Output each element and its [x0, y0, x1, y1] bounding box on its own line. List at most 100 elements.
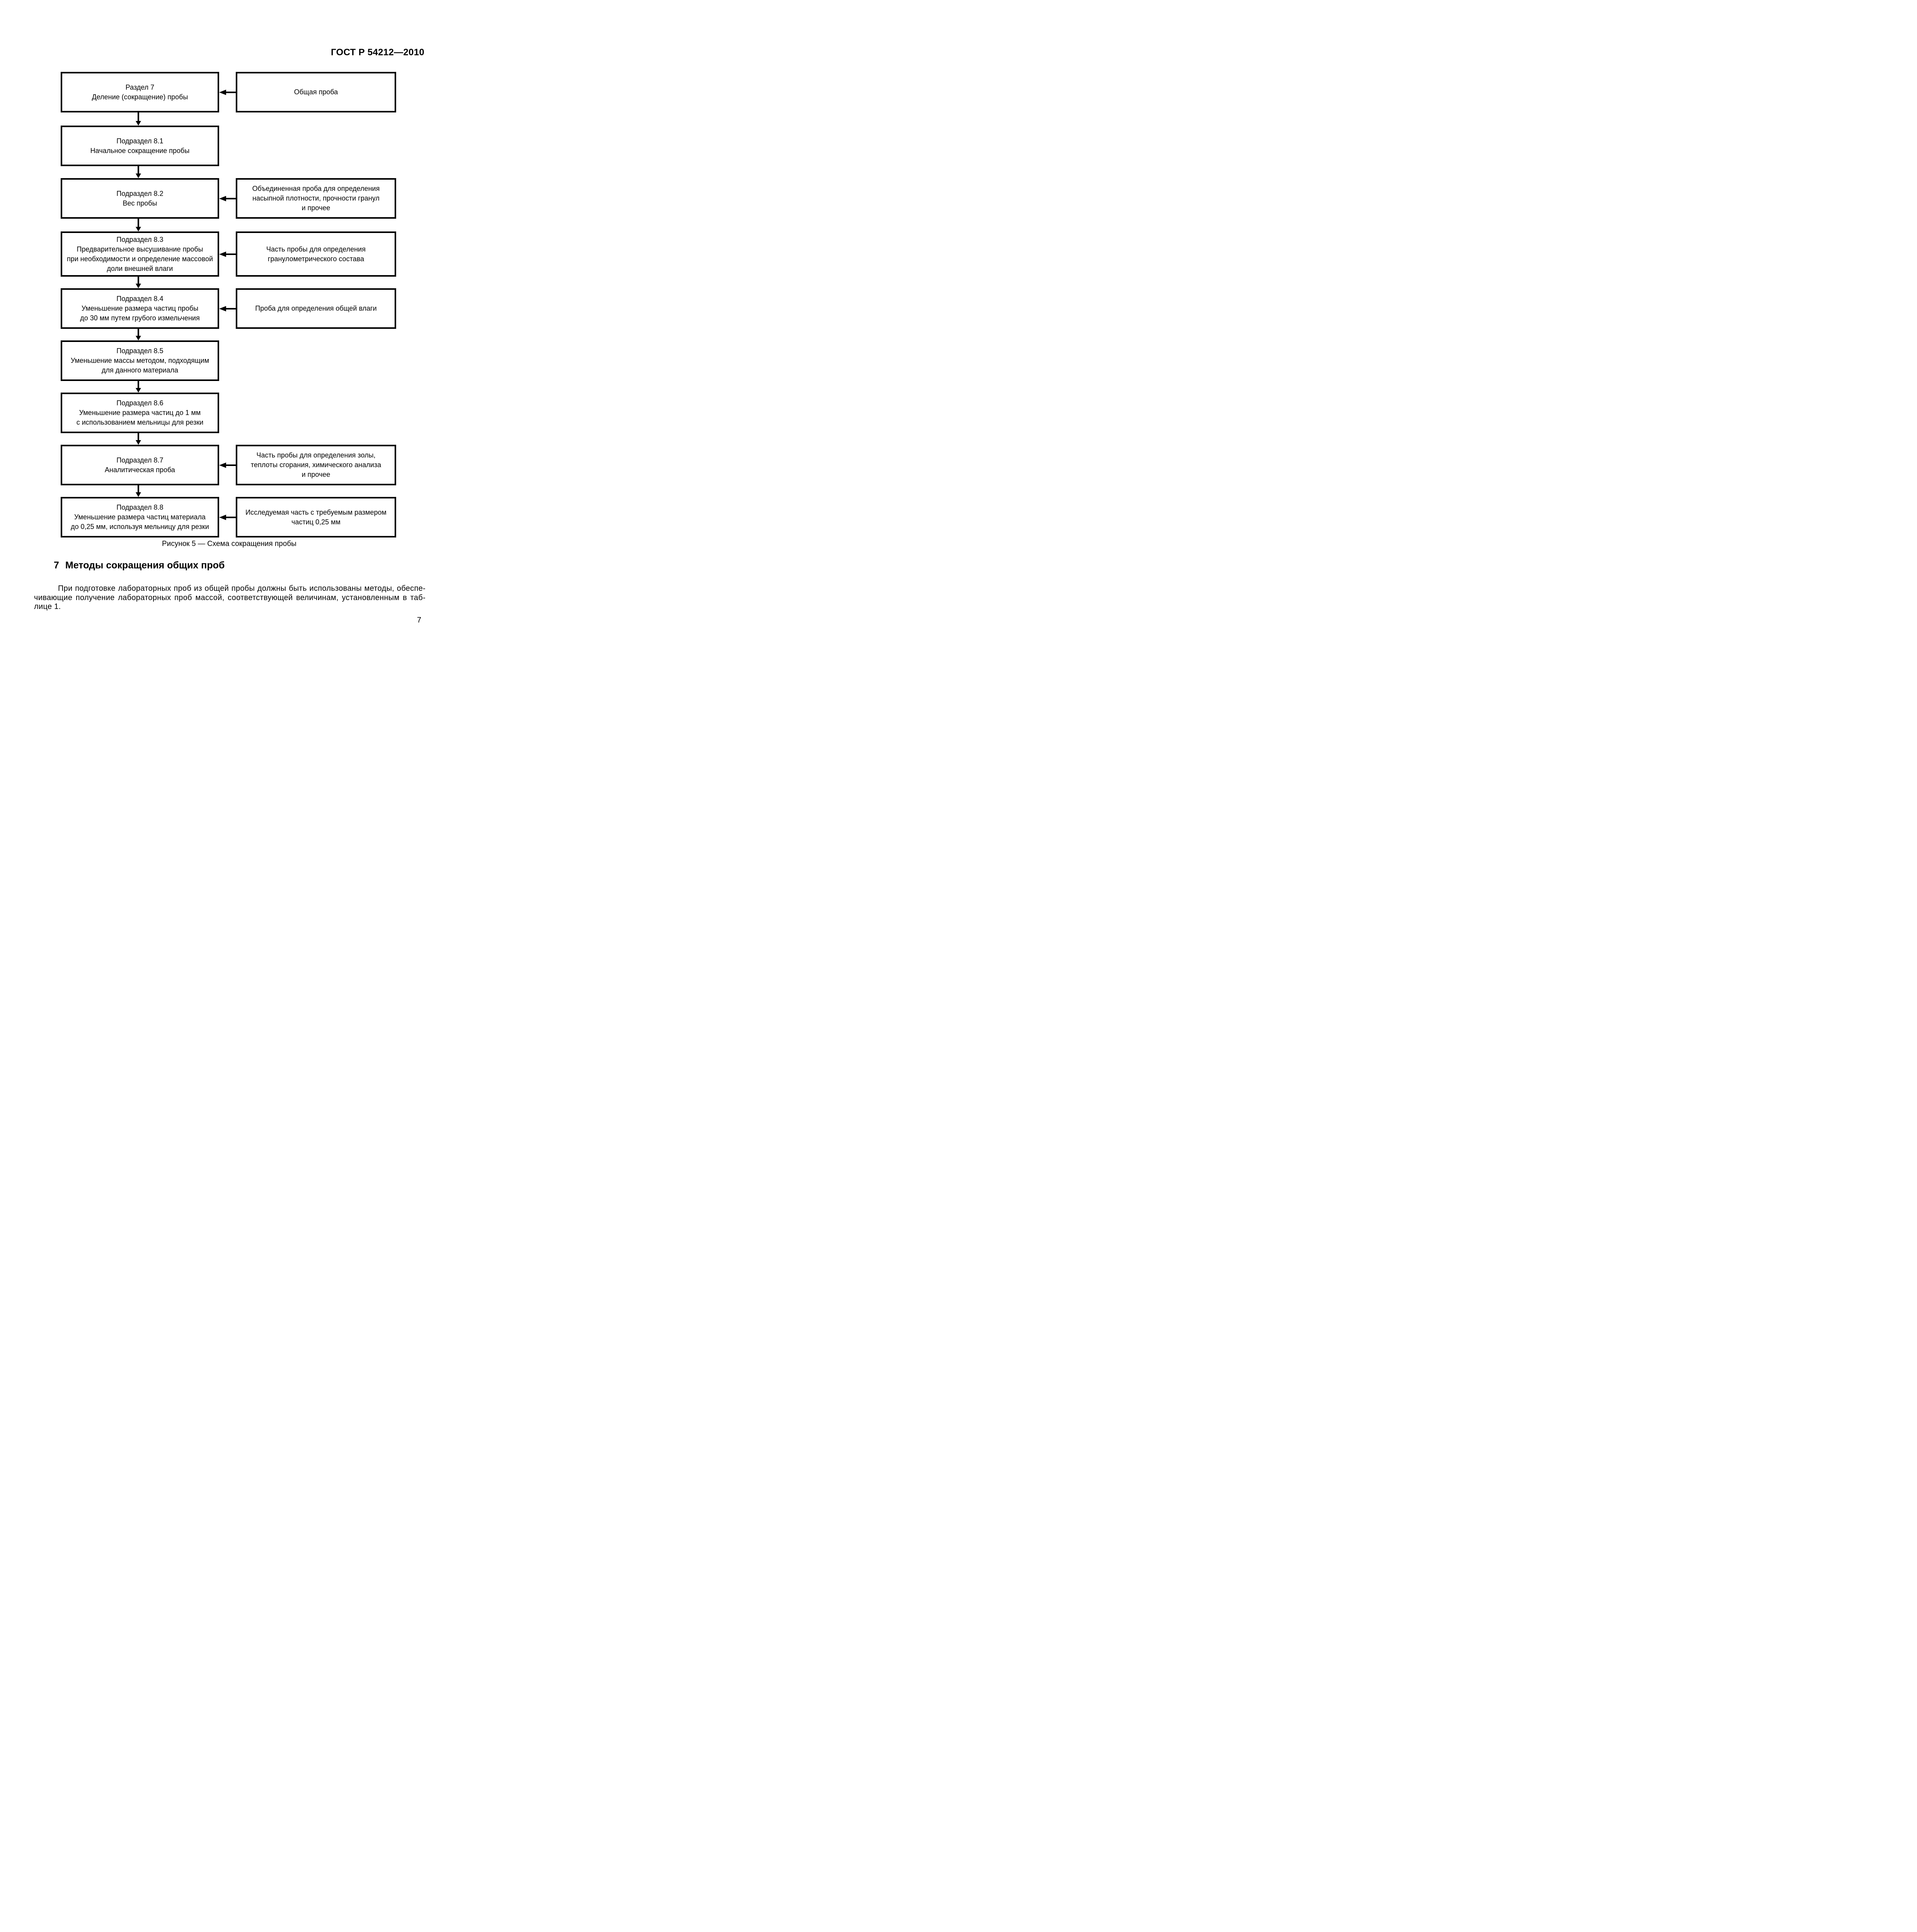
- section-number: 7: [54, 560, 59, 571]
- down-arrow-icon: [136, 284, 141, 288]
- box-line: и прочее: [301, 471, 330, 478]
- down-arrow-icon: [136, 388, 141, 393]
- flowchart-row: Раздел 7 Деление (сокращение) пробы Обща…: [61, 72, 398, 112]
- box-text: Часть пробы для определения гранулометри…: [237, 245, 395, 264]
- box-line: Подраздел 8.2: [116, 189, 163, 197]
- box-line: при необходимости и определение массовой: [66, 255, 213, 263]
- box-line: и прочее: [301, 204, 330, 212]
- box-line: Общая проба: [294, 88, 338, 96]
- arrow-shaft: [138, 381, 139, 389]
- box-line: Предварительное высушивание пробы: [77, 245, 203, 253]
- box-line: Подраздел 8.4: [116, 295, 163, 303]
- flow-connector-left: [219, 305, 237, 313]
- flow-connector-left: [219, 195, 237, 202]
- box-line: теплоты сгорания, химического анализа: [250, 461, 381, 469]
- arrow-shaft: [138, 219, 139, 228]
- sample-reduction-flowchart: Раздел 7 Деление (сокращение) пробы Обща…: [61, 72, 398, 537]
- box-text: Подраздел 8.3 Предварительное высушивани…: [62, 235, 218, 274]
- paragraph-line: чивающие получение лабораторных проб мас…: [34, 593, 426, 602]
- box-line: с использованием мельницы для резки: [76, 418, 204, 426]
- page-header: ГОСТ Р 54212—2010: [331, 47, 424, 58]
- flow-connector-down: [136, 485, 141, 497]
- arrow-shaft: [225, 253, 237, 255]
- box-text: Подраздел 8.7 Аналитическая проба: [62, 456, 218, 475]
- box-line: до 30 мм путем грубого измельчения: [80, 314, 200, 322]
- box-line: доли внешней влаги: [107, 264, 173, 272]
- arrow-shaft: [138, 485, 139, 493]
- flowchart-row: Подраздел 8.8 Уменьшение размера частиц …: [61, 497, 398, 537]
- box-line: Деление (сокращение) пробы: [92, 93, 188, 101]
- down-arrow-icon: [136, 440, 141, 445]
- flow-connector-down: [136, 112, 141, 126]
- figure-caption: Рисунок 5 — Схема сокращения пробы: [162, 540, 296, 548]
- flowchart-right-box: Объединенная проба для определения насып…: [236, 178, 396, 219]
- box-text: Исследуемая часть с требуемым размером ч…: [237, 508, 395, 527]
- flowchart-right-box: Общая проба: [236, 72, 396, 112]
- box-line: Подраздел 8.6: [116, 399, 163, 407]
- box-line: Исследуемая часть с требуемым размером: [245, 508, 386, 516]
- box-text: Подраздел 8.8 Уменьшение размера частиц …: [62, 503, 218, 532]
- box-line: Аналитическая проба: [105, 466, 175, 474]
- left-arrow-icon: [219, 251, 226, 257]
- arrow-shaft: [138, 433, 139, 441]
- down-arrow-icon: [136, 336, 141, 340]
- box-line: Раздел 7: [125, 83, 155, 91]
- arrow-shaft: [138, 277, 139, 284]
- arrow-shaft: [225, 464, 237, 466]
- section-heading: 7 Методы сокращения общих проб: [54, 560, 225, 571]
- box-text: Подраздел 8.5 Уменьшение массы методом, …: [62, 346, 218, 375]
- box-line: насыпной плотности, прочности гранул: [252, 194, 380, 202]
- flow-connector-down: [136, 381, 141, 393]
- flowchart-row: Подраздел 8.5 Уменьшение массы методом, …: [61, 340, 398, 381]
- flow-connector-down: [136, 166, 141, 178]
- arrow-shaft: [225, 516, 237, 518]
- box-text: Объединенная проба для определения насып…: [237, 184, 395, 213]
- box-text: Подраздел 8.4 Уменьшение размера частиц …: [62, 294, 218, 323]
- flow-connector-left: [219, 514, 237, 521]
- box-text: Подраздел 8.6 Уменьшение размера частиц …: [62, 398, 218, 427]
- left-arrow-icon: [219, 196, 226, 201]
- box-line: Подраздел 8.7: [116, 456, 163, 464]
- flow-connector-down: [136, 433, 141, 445]
- flowchart-right-box: Проба для определения общей влаги: [236, 288, 396, 329]
- box-text: Подраздел 8.2 Вес пробы: [62, 189, 218, 208]
- down-arrow-icon: [136, 227, 141, 231]
- box-line: Уменьшение массы методом, подходящим: [70, 357, 209, 364]
- flowchart-left-box: Подраздел 8.8 Уменьшение размера частиц …: [61, 497, 219, 537]
- document-page: ГОСТ Р 54212—2010 Раздел 7 Деление (сокр…: [0, 0, 479, 678]
- arrow-shaft: [138, 112, 139, 122]
- section-title: Методы сокращения общих проб: [65, 560, 225, 571]
- box-line: Уменьшение размера частиц пробы: [81, 304, 199, 312]
- flowchart-right-box: Исследуемая часть с требуемым размером ч…: [236, 497, 396, 537]
- box-text: Общая проба: [237, 87, 395, 97]
- down-arrow-icon: [136, 173, 141, 178]
- box-text: Раздел 7 Деление (сокращение) пробы: [62, 83, 218, 102]
- arrow-shaft: [225, 308, 237, 310]
- flowchart-row: Подраздел 8.4 Уменьшение размера частиц …: [61, 288, 398, 329]
- flow-connector-left: [219, 88, 237, 96]
- page-number: 7: [417, 616, 421, 624]
- flowchart-row: Подраздел 8.1 Начальное сокращение пробы: [61, 126, 398, 166]
- box-line: Подраздел 8.3: [116, 235, 163, 243]
- box-line: Начальное сокращение пробы: [90, 146, 190, 155]
- flow-connector-down: [136, 219, 141, 231]
- flowchart-row: Подраздел 8.3 Предварительное высушивани…: [61, 231, 398, 277]
- body-paragraph: При подготовке лабораторных проб из обще…: [34, 584, 426, 612]
- box-line: до 0,25 мм, используя мельницу для резки: [71, 523, 209, 531]
- left-arrow-icon: [219, 514, 226, 520]
- box-line: гранулометрического состава: [267, 255, 364, 263]
- flow-connector-down: [136, 329, 141, 340]
- down-arrow-icon: [136, 121, 141, 126]
- flowchart-left-box: Подраздел 8.2 Вес пробы: [61, 178, 219, 219]
- flowchart-left-box: Подраздел 8.3 Предварительное высушивани…: [61, 231, 219, 277]
- down-arrow-icon: [136, 492, 141, 497]
- box-line: частиц 0,25 мм: [291, 518, 340, 526]
- left-arrow-icon: [219, 89, 226, 95]
- paragraph-line: лице 1.: [34, 602, 61, 611]
- arrow-shaft: [225, 197, 237, 199]
- box-line: Уменьшение размера частиц материала: [74, 513, 206, 521]
- box-line: Подраздел 8.5: [116, 347, 163, 355]
- arrow-shaft: [138, 329, 139, 337]
- box-line: Проба для определения общей влаги: [255, 304, 377, 312]
- flowchart-left-box: Раздел 7 Деление (сокращение) пробы: [61, 72, 219, 112]
